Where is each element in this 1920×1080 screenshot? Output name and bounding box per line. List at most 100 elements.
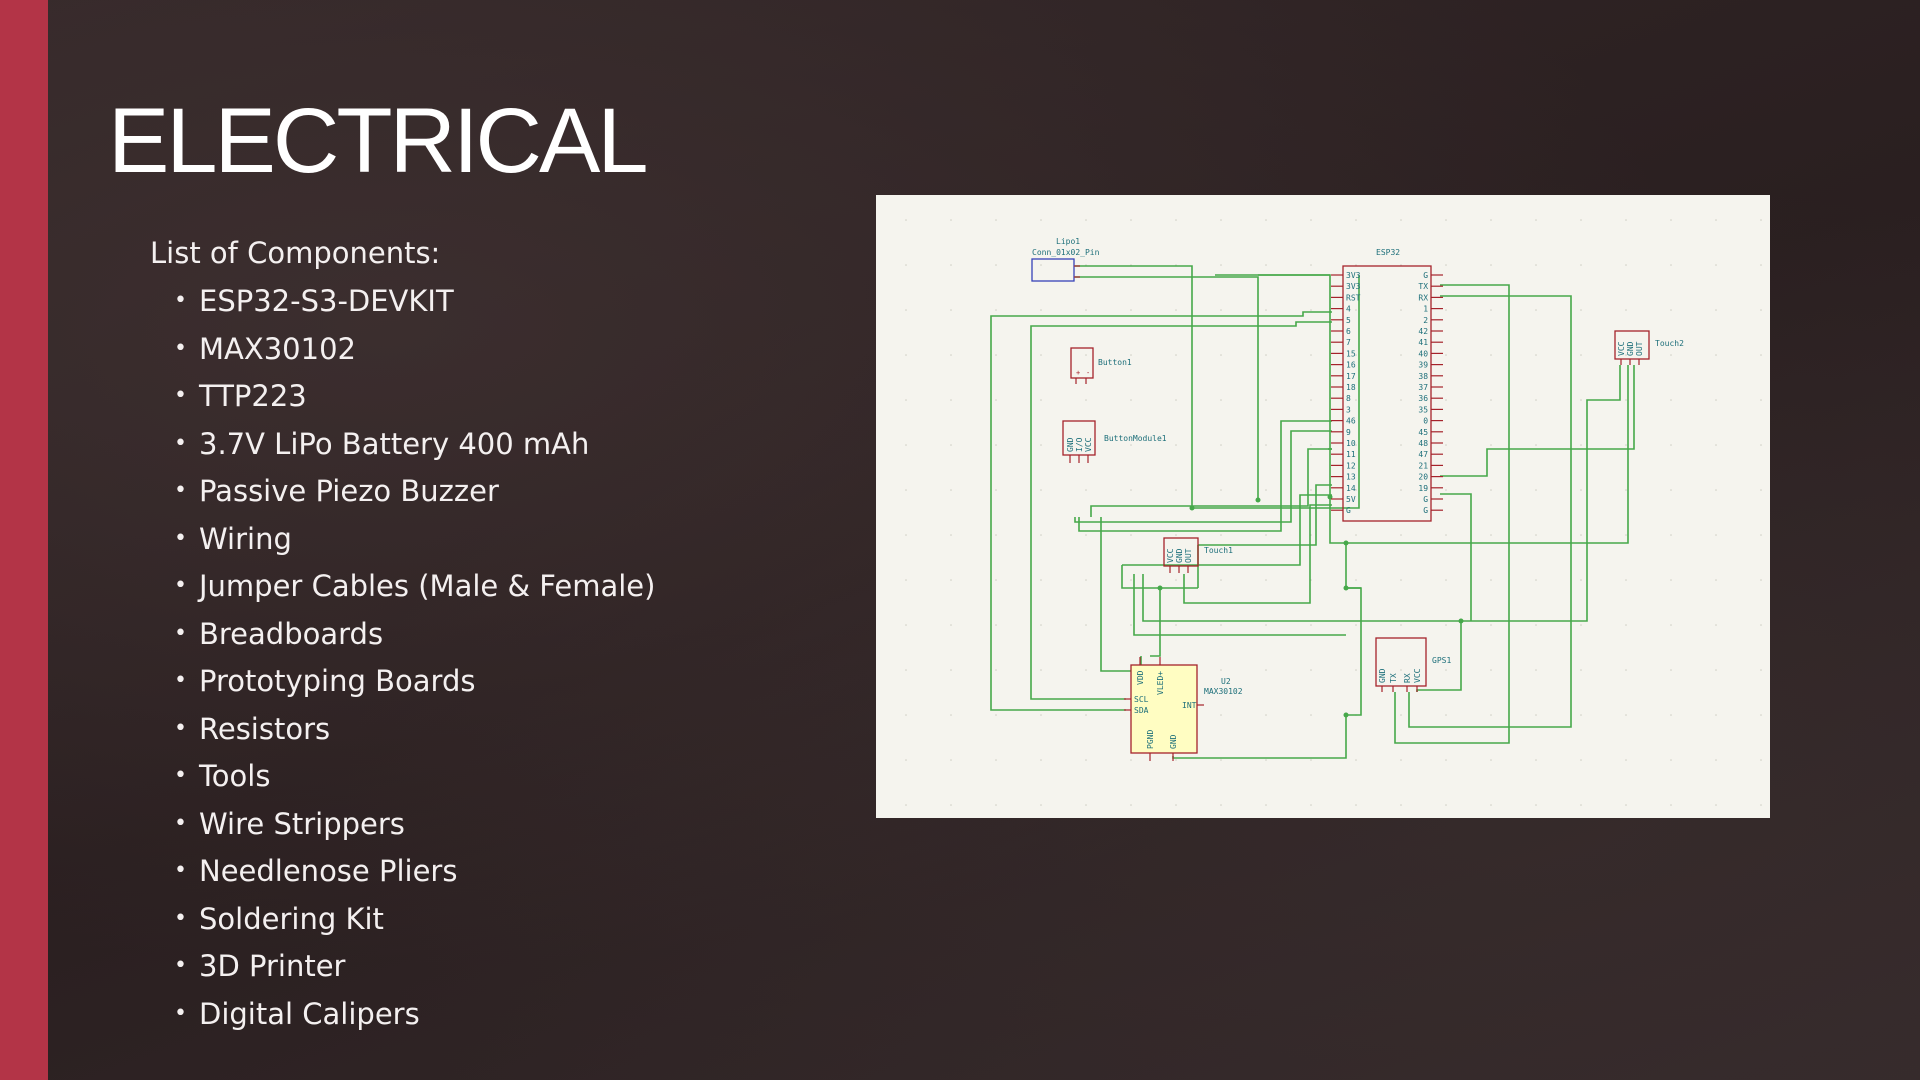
- esp32-left-pin-label: RST: [1346, 293, 1361, 302]
- pin-label: INT: [1182, 701, 1197, 710]
- esp32-left-pin-label: 18: [1346, 383, 1356, 392]
- esp32-left-pin-label: 5V: [1346, 495, 1356, 504]
- esp32-right-pin-label: 21: [1418, 461, 1428, 470]
- esp32-left-pin-label: 13: [1346, 473, 1356, 482]
- component-list-item: • Wiring: [174, 522, 655, 570]
- esp32-left-pin-label: 16: [1346, 361, 1356, 370]
- bullet-icon: •: [174, 335, 187, 361]
- esp32-right-pin-label: 41: [1418, 338, 1428, 347]
- component-list-item-label: Wire Strippers: [199, 806, 405, 841]
- component-list-item: • Digital Calipers: [174, 997, 655, 1045]
- component-list-item-label: MAX30102: [199, 331, 356, 366]
- component-list-item: •ESP32-S3-DEVKIT: [174, 284, 655, 332]
- accent-bar: [0, 0, 48, 1080]
- component-list-item: • Tools: [174, 759, 655, 807]
- component-list-item: •3.7V LiPo Battery 400 mAh: [174, 427, 655, 475]
- bullet-icon: •: [174, 905, 187, 931]
- junction-dots: [1157, 494, 1464, 718]
- pin-label: OUT: [1635, 341, 1644, 356]
- touch1-ref: Touch1: [1204, 546, 1233, 555]
- max30102-value: MAX30102: [1204, 687, 1243, 696]
- esp32-right-pin-label: 42: [1418, 327, 1428, 336]
- component-list-item: • Resistors: [174, 712, 655, 760]
- circuit-schematic: Lipo1 Conn_01x02_Pin ESP32 3V33V3RST4567…: [905, 219, 1762, 806]
- button-module-ref: ButtonModule1: [1104, 434, 1167, 443]
- pin-label: TX: [1389, 673, 1398, 683]
- bullet-icon: •: [174, 478, 187, 503]
- bullet-icon: •: [174, 525, 187, 551]
- esp32-left-pin-label: 9: [1346, 428, 1351, 437]
- component-list-item-label: 3D Printer: [199, 949, 346, 983]
- component-list-item-label: Needlenose Pliers: [199, 854, 458, 888]
- bullet-icon: •: [174, 573, 187, 598]
- component-list-item-label: 3.7V LiPo Battery 400 mAh: [199, 426, 590, 461]
- esp32-right-pin-label: 47: [1418, 450, 1428, 459]
- component-list-item-label: Prototyping Boards: [199, 664, 476, 698]
- esp32-left-pin-label: 3V3: [1346, 271, 1361, 280]
- esp32-left-pin-label: 7: [1346, 338, 1351, 347]
- component-list-item-label: Wiring: [199, 521, 292, 556]
- esp32-right-pin-label: 37: [1418, 383, 1428, 392]
- esp32-left-pin-label: 3V3: [1346, 282, 1361, 291]
- esp32-left-pin-label: 17: [1346, 372, 1356, 381]
- component-list-item-label: Resistors: [199, 711, 331, 746]
- bullet-icon: •: [174, 1000, 187, 1026]
- bullet-icon: •: [174, 620, 187, 646]
- max30102-ref: U2: [1221, 677, 1231, 686]
- pin-label: I/O: [1075, 437, 1084, 452]
- esp32-left-pin-label: 6: [1346, 327, 1351, 336]
- pin-label: PGND: [1146, 730, 1155, 749]
- component-list-item: •TTP223: [174, 379, 655, 427]
- pin-label: VCC: [1084, 437, 1093, 452]
- pin-label: OUT: [1184, 548, 1193, 563]
- component-list-item-label: Tools: [199, 759, 271, 793]
- component-list-item: • Breadboards: [174, 617, 655, 665]
- bullet-icon: •: [174, 288, 187, 313]
- component-list-item: •3D Printer: [174, 949, 655, 997]
- esp32-right-pin-label: TX: [1418, 282, 1428, 291]
- component-list-item-label: Jumper Cables (Male & Female): [199, 569, 656, 603]
- touch2-ref: Touch2: [1655, 339, 1684, 348]
- component-list-item-label: Digital Calipers: [199, 996, 420, 1031]
- esp32-right-pin-label: G: [1423, 506, 1428, 515]
- component-list-item-label: Breadboards: [199, 616, 384, 651]
- esp32-right-pin-label: 20: [1418, 473, 1428, 482]
- esp32-right-pin-label: 35: [1418, 405, 1428, 414]
- component-list: •ESP32-S3-DEVKIT•MAX30102•TTP223•3.7V Li…: [150, 284, 655, 1044]
- esp32-left-pin-label: 11: [1346, 450, 1356, 459]
- button-ref: Button1: [1098, 358, 1132, 367]
- esp32-right-pin-label: 39: [1418, 361, 1428, 370]
- button: Button1 + -: [1070, 347, 1132, 384]
- grid-dots: [905, 219, 1762, 806]
- esp32-right-pin-label: RX: [1418, 293, 1428, 302]
- esp32-left-pin-label: 46: [1346, 417, 1356, 426]
- component-list-item: • Wire Strippers: [174, 807, 655, 855]
- esp32-right-pin-label: 1: [1423, 305, 1428, 314]
- pin-label: VCC: [1413, 668, 1422, 683]
- list-heading: List of Components:: [150, 236, 441, 270]
- pin-label: GND: [1378, 668, 1387, 683]
- esp32-right-pin-label: 48: [1418, 439, 1428, 448]
- bullet-icon: •: [174, 810, 187, 836]
- slide-title: ELECTRICAL: [108, 90, 648, 192]
- bullet-icon: •: [174, 715, 187, 741]
- bullet-icon: •: [174, 763, 187, 788]
- lipo-ref: Lipo1: [1056, 237, 1080, 246]
- esp32-right-pin-label: 2: [1423, 316, 1428, 325]
- esp32-left-pin-label: 15: [1346, 349, 1356, 358]
- component-list-item: • Jumper Cables (Male & Female): [174, 569, 655, 617]
- esp32-right-pin-label: 36: [1418, 394, 1428, 403]
- esp32-right-pin-label: 19: [1418, 484, 1428, 493]
- component-list-item: •Needlenose Pliers: [174, 854, 655, 902]
- lipo-value: Conn_01x02_Pin: [1032, 248, 1100, 257]
- gps-ref: GPS1: [1432, 656, 1451, 665]
- components-section: List of Components: •ESP32-S3-DEVKIT•MAX…: [150, 236, 655, 1044]
- pin-label: GND: [1175, 548, 1184, 563]
- pin-label: RX: [1403, 673, 1412, 683]
- component-list-item: •Prototyping Boards: [174, 664, 655, 712]
